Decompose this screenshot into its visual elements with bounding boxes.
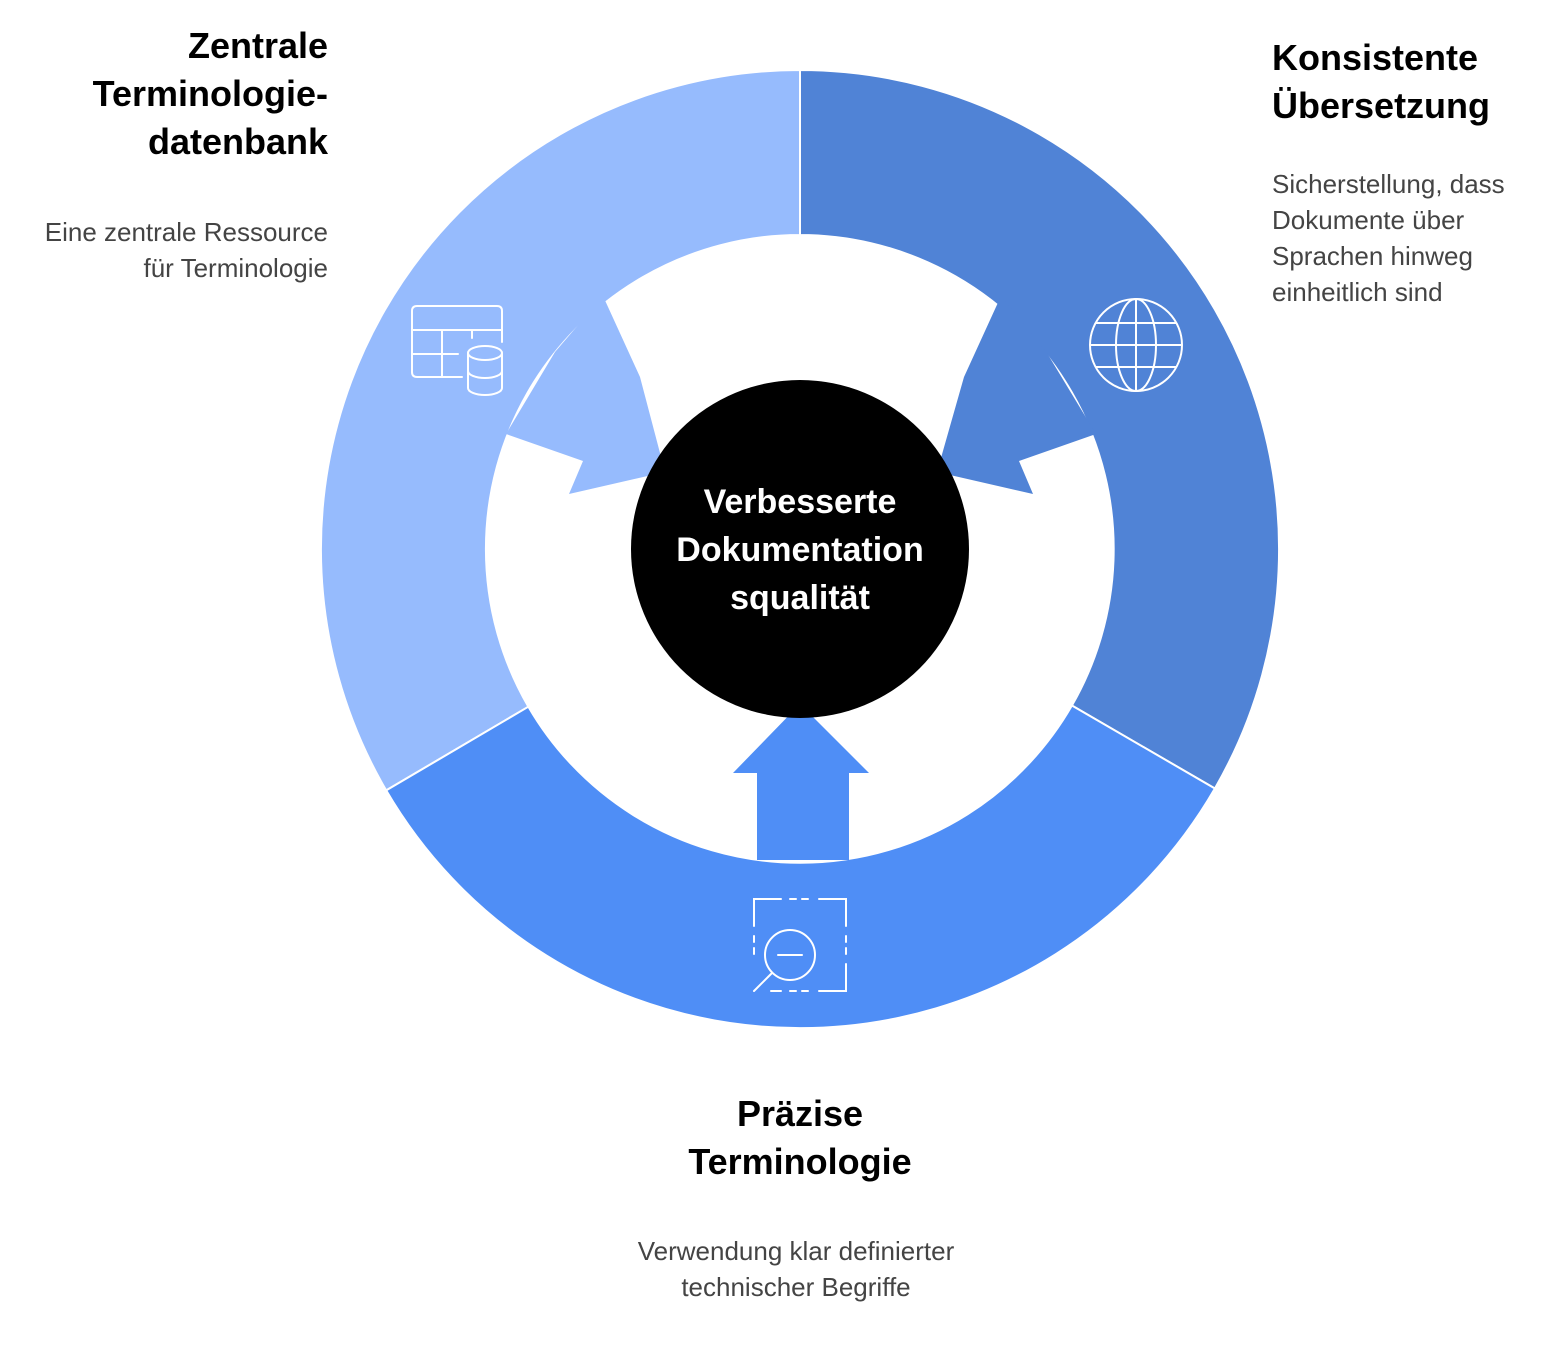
description-line: technischer Begriffe: [681, 1272, 911, 1302]
description-line: Sicherstellung, dass: [1272, 169, 1505, 199]
title-precise-terminology: Präzise Terminologie: [600, 1090, 1000, 1186]
segment-precise-terminology: [384, 704, 1217, 1030]
title-line: Konsistente: [1272, 37, 1479, 78]
title-line: Zentrale: [187, 25, 328, 66]
center-title-line: Verbesserte: [703, 483, 897, 521]
arrow-precise-terminology: [733, 704, 869, 860]
title-line: Präzise: [736, 1093, 864, 1134]
globe-icon: [1089, 298, 1183, 392]
title-line: Terminologie: [688, 1141, 912, 1182]
description-precise-terminology: Verwendung klar definierter technischer …: [546, 1233, 1046, 1305]
arrow-consistent-translation: [937, 296, 1096, 494]
description-line: Eine zentrale Ressource: [44, 217, 328, 247]
description-line: Verwendung klar definierter: [637, 1236, 955, 1266]
center-title-line: Dokumentation: [676, 531, 924, 569]
center-circle: [631, 380, 969, 718]
database-table-icon: [411, 305, 503, 396]
title-central-db: Zentrale Terminologie- datenbank: [93, 22, 328, 166]
title-line: datenbank: [147, 121, 328, 162]
description-line: einheitlich sind: [1272, 277, 1443, 307]
description-line: für Terminologie: [143, 253, 328, 283]
description-consistent-translation: Sicherstellung, dass Dokumente über Spra…: [1272, 166, 1505, 310]
description-line: Sprachen hinweg: [1272, 241, 1473, 271]
zoom-search-icon: [753, 898, 847, 992]
title-line: Terminologie-: [92, 73, 328, 114]
center-title: Verbesserte Dokumentation squalität: [632, 478, 968, 622]
description-line: Dokumente über: [1272, 205, 1465, 235]
arrow-central-db: [506, 296, 665, 494]
title-line: Übersetzung: [1272, 85, 1491, 126]
center-title-line: squalität: [730, 579, 870, 617]
description-central-db: Eine zentrale Ressource für Terminologie: [45, 214, 328, 286]
title-consistent-translation: Konsistente Übersetzung: [1272, 34, 1490, 130]
